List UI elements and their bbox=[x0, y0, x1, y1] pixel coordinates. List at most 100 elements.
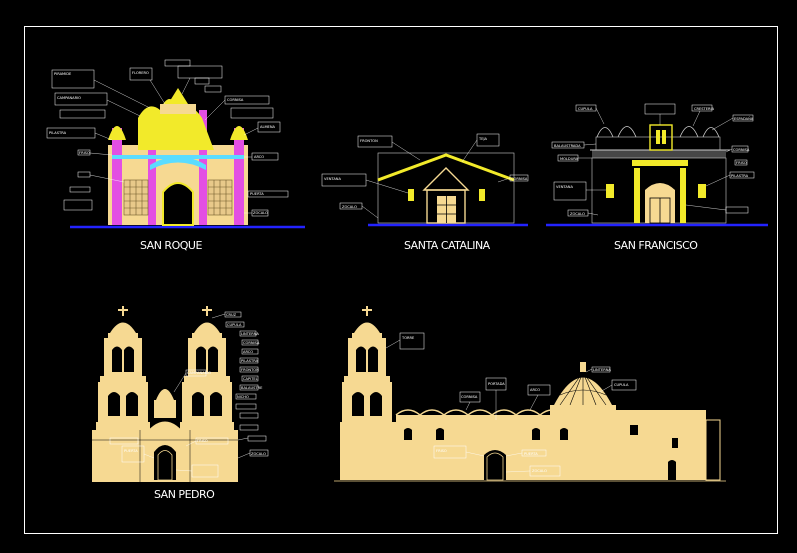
rear-annex bbox=[705, 419, 721, 481]
rear-window bbox=[630, 425, 638, 435]
label-pilastra: PILASTRA bbox=[241, 359, 259, 363]
label-zocalo: ZOCALO bbox=[532, 469, 547, 473]
tower-base bbox=[340, 430, 400, 480]
label-campanario: CAMPANARIO bbox=[187, 371, 211, 375]
label-capitel: CAPITEL bbox=[243, 377, 258, 381]
label-cornisa: CORNISA bbox=[733, 148, 750, 152]
upper-body bbox=[160, 104, 196, 114]
column bbox=[112, 128, 122, 225]
rear-window bbox=[672, 438, 678, 448]
door-panels bbox=[437, 196, 456, 223]
label-teja: TEJA bbox=[478, 137, 487, 141]
label-cornisa: CORNISA bbox=[227, 98, 244, 102]
label-cornisa: CORNISA bbox=[511, 177, 528, 181]
portal-pediment bbox=[468, 420, 522, 432]
label-cornisa: CORNISA bbox=[243, 341, 260, 345]
portal-door bbox=[484, 450, 506, 480]
label-zocalo: ZOCALO bbox=[251, 452, 266, 456]
label-ventana: VENTANA bbox=[324, 177, 341, 181]
window bbox=[408, 189, 414, 201]
callouts-side: TORRE CUPULA LINTERNA CORNISA PORTADA AR… bbox=[385, 332, 637, 477]
drawing-title: SAN FRANCISCO bbox=[614, 239, 698, 252]
drawing-title: SANTA CATALINA bbox=[404, 239, 491, 252]
label-cresteria: CRESTERIA bbox=[694, 107, 715, 111]
label-zocalo: ZOCALO bbox=[342, 205, 357, 209]
label-nicho: NICHO bbox=[237, 395, 249, 399]
nave-windows bbox=[404, 428, 568, 440]
column bbox=[234, 128, 244, 225]
side-tower-openings bbox=[352, 346, 382, 416]
label-friso: FRISO bbox=[197, 439, 208, 443]
label-ventana: VENTANA bbox=[556, 185, 573, 189]
label-friso: FRISO bbox=[79, 151, 90, 155]
window bbox=[606, 184, 614, 198]
window bbox=[479, 189, 485, 201]
pediment bbox=[422, 167, 470, 191]
elevation-side: TORRE CUPULA LINTERNA CORNISA PORTADA AR… bbox=[334, 306, 726, 482]
dome-ribs bbox=[559, 371, 607, 406]
label-puerta: PUERTA bbox=[250, 192, 264, 196]
cornice bbox=[112, 155, 244, 159]
callouts-san-roque: PIRAMIDE FLORERO CAMPANARIO CORNISA PILA… bbox=[46, 59, 289, 217]
window bbox=[698, 184, 706, 198]
label-fronton: FRONTON bbox=[241, 368, 259, 372]
label-campanario: CAMPANARIO bbox=[57, 96, 81, 100]
right-tower-openings bbox=[192, 346, 222, 416]
label-piramide: PIRAMIDE bbox=[54, 72, 72, 76]
label-espadana: ESPADAÑA bbox=[734, 116, 754, 121]
label-cruz: CRUZ bbox=[226, 313, 237, 317]
elevation-santa-catalina: FRONTON TEJA VENTANA CORNISA ZOCALO SANT… bbox=[321, 133, 529, 252]
left-tower bbox=[96, 306, 150, 430]
label-balaustre: BALAUSTRE bbox=[241, 386, 263, 390]
rear-door bbox=[668, 460, 676, 480]
espadana-slot bbox=[656, 130, 660, 144]
label-puerta: PUERTA bbox=[524, 452, 538, 456]
left-tower-openings bbox=[108, 346, 138, 416]
espadana-slot bbox=[662, 130, 666, 144]
drawing-title: SAN PEDRO bbox=[154, 488, 215, 501]
label-arco: ARCO bbox=[530, 388, 540, 392]
label-arco: ARCO bbox=[254, 155, 264, 159]
cresteria bbox=[596, 126, 720, 138]
lattice-right bbox=[207, 179, 233, 216]
label-puerta: PUERTA bbox=[124, 449, 138, 453]
label-cornisa: CORNISA bbox=[461, 395, 478, 399]
label-pilastra: PILASTRA bbox=[49, 131, 67, 135]
ornament-band bbox=[150, 156, 206, 170]
callouts-san-pedro: CRUZ CUPULA LINTERNA CAMPANARIO CORNISA … bbox=[109, 311, 269, 478]
right-tower bbox=[180, 306, 234, 430]
label-balaustrada: BALAUSTRADA bbox=[554, 144, 581, 148]
label-friso: FRISO bbox=[736, 161, 747, 165]
cornice-band bbox=[592, 150, 726, 158]
sheet-frame bbox=[24, 26, 778, 534]
label-cupula: CUPULA bbox=[614, 383, 629, 387]
label-cupula: CUPULA bbox=[227, 323, 242, 327]
label-fronton: FRONTON bbox=[360, 139, 378, 143]
callouts-santa-catalina: FRONTON TEJA VENTANA CORNISA ZOCALO bbox=[321, 133, 529, 219]
portal-cornice bbox=[632, 160, 688, 166]
finial bbox=[168, 88, 188, 104]
facade-lines bbox=[92, 430, 238, 482]
side-tower bbox=[340, 306, 396, 430]
label-linterna: LINTERNA bbox=[241, 332, 259, 336]
main-door bbox=[162, 182, 194, 226]
drawing-title: SAN ROQUE bbox=[140, 239, 202, 252]
lattice-left bbox=[123, 179, 149, 216]
lantern bbox=[580, 362, 586, 372]
portal-column bbox=[634, 168, 640, 223]
elevation-san-francisco: CUPULA ESPADAÑA CRESTERIA BALAUSTRADA CO… bbox=[546, 103, 768, 252]
label-cupula: CUPULA bbox=[578, 107, 593, 111]
label-friso: FRISO bbox=[436, 449, 447, 453]
espadana bbox=[649, 124, 673, 151]
side-dome bbox=[108, 126, 126, 140]
label-portada: PORTADA bbox=[488, 382, 505, 386]
label-pilastra: PILASTRA bbox=[731, 174, 749, 178]
label-torre: TORRE bbox=[401, 336, 415, 340]
label-florero: FLORERO bbox=[132, 71, 149, 75]
callouts-san-francisco: CUPULA ESPADAÑA CRESTERIA BALAUSTRADA CO… bbox=[551, 103, 755, 217]
roof-line bbox=[377, 153, 515, 182]
label-almena: ALMENA bbox=[260, 125, 276, 129]
portal-column bbox=[680, 168, 686, 223]
